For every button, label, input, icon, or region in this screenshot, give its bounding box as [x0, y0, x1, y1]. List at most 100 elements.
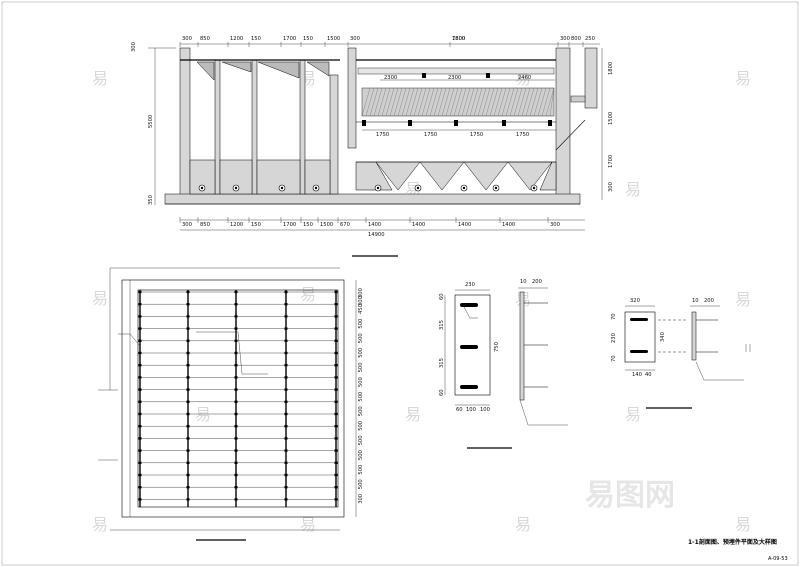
plan-dim-label: 500	[358, 333, 364, 343]
watermark: 易	[515, 515, 531, 534]
top-dim-label: 850	[200, 36, 210, 42]
beam-support	[454, 120, 458, 126]
watermark: 易	[735, 515, 751, 534]
beam-support	[486, 73, 490, 78]
detail-a-right-1: 200	[532, 279, 542, 285]
bottom-dim-label: 1200	[230, 222, 243, 228]
detail-a-left-3: 60	[439, 389, 445, 396]
top-dim-label: 1200	[230, 36, 243, 42]
plan-dim-label: 500	[358, 406, 364, 416]
drawing-number: A-09-53	[768, 556, 788, 562]
watermark-logo: 易图网	[585, 478, 675, 513]
detail-b-top-1: 10	[692, 298, 699, 304]
top-dim-label: 1700	[283, 36, 296, 42]
watermark: 易	[625, 180, 641, 199]
detail-a-bottom-0: 60	[456, 407, 463, 413]
embed-detail-b: 320 10 200 70 230 70 340 140 40	[611, 298, 751, 409]
plan-dimension-chain: 3003004505005005005005005005005005005005…	[358, 288, 364, 504]
beam-support	[408, 120, 412, 126]
detail-b-left-2: 70	[611, 355, 617, 362]
top-dim-label: 1500	[327, 36, 340, 42]
right-dimension-chain: 1800 1500 1700 300	[608, 62, 614, 192]
lower-beam-label: 1750	[470, 132, 483, 138]
plan-dim-label: 450	[358, 304, 364, 314]
detail-b-right: 340	[660, 332, 666, 342]
plan-dim-label: 500	[358, 377, 364, 387]
detail-b-bottom-0: 140	[632, 372, 642, 378]
top-dim-label: 150	[303, 36, 313, 42]
bottom-dim-label: 150	[251, 222, 261, 228]
top-dim-label: 300	[182, 36, 192, 42]
detail-b-bottom-1: 40	[645, 372, 652, 378]
plan-dim-label: 300	[358, 288, 364, 298]
dim-span-7800: 7800	[452, 36, 465, 42]
top-dim-label: 300	[560, 36, 570, 42]
plan-dim-label: 500	[358, 450, 364, 460]
top-dim-label: 150	[251, 36, 261, 42]
dim-total: 14900	[368, 232, 385, 238]
bottom-dim-label: 1500	[320, 222, 333, 228]
lower-beam-label: 1750	[376, 132, 389, 138]
plan-dim-label: 500	[358, 392, 364, 402]
bottom-dim-label: 1400	[502, 222, 515, 228]
detail-b-left-1: 230	[611, 333, 617, 343]
bottom-dim-label: 670	[340, 222, 350, 228]
top-dim-label: 300	[350, 36, 360, 42]
detail-a-bottom-2: 100	[480, 407, 490, 413]
bottom-dim-label: 150	[303, 222, 313, 228]
plan-dim-label: 500	[358, 435, 364, 445]
sludge-pipes	[198, 184, 538, 192]
top-dim-label: 250	[585, 36, 595, 42]
top-dim-label: 800	[571, 36, 581, 42]
bottom-dim-label: 300	[550, 222, 560, 228]
detail-a-bottom-1: 100	[466, 407, 476, 413]
beam-support	[362, 120, 366, 126]
drawing-title: 1-1剖面图、预埋件平面及大样图	[688, 538, 777, 546]
top-dim-label: 1800	[452, 36, 465, 42]
watermark: 易	[300, 515, 316, 534]
dim-left-base: 350	[148, 195, 154, 205]
detail-a-left-2: 315	[439, 358, 445, 368]
plan-dim-label: 500	[358, 465, 364, 475]
plan-dim-label: 500	[358, 421, 364, 431]
right-dim-label: 300	[608, 182, 614, 192]
bottom-dim-label: 1400	[412, 222, 425, 228]
watermark: 易	[92, 69, 108, 88]
plan-dim-label: 500	[358, 362, 364, 372]
dim-left-small: 300	[131, 42, 137, 52]
beam-support	[548, 120, 552, 126]
right-dim-label: 1800	[608, 62, 614, 75]
dim-left-height: 5500	[148, 115, 154, 128]
watermark: 易	[735, 69, 751, 88]
watermark: 易	[735, 290, 751, 309]
watermark: 易	[92, 515, 108, 534]
detail-b-left-0: 70	[611, 313, 617, 320]
watermark: 易	[92, 289, 108, 308]
embed-detail-a: 230 60 315 315 60 750 60 100 100 10 200	[439, 279, 568, 449]
upper-beam-label: 2300	[384, 75, 397, 81]
detail-a-left-0: 60	[439, 293, 445, 300]
detail-b-top-2: 200	[704, 298, 714, 304]
right-dim-label: 1700	[608, 155, 614, 168]
beam-support	[502, 120, 506, 126]
bottom-dim-label: 1400	[458, 222, 471, 228]
right-dim-label: 1500	[608, 112, 614, 125]
bottom-dim-label: 1700	[283, 222, 296, 228]
plan-dim-label: 500	[358, 348, 364, 358]
bottom-dim-label: 850	[200, 222, 210, 228]
plan-dim-label: 300	[358, 494, 364, 504]
upper-beam-label: 2300	[448, 75, 461, 81]
watermark: 易	[625, 405, 641, 424]
watermark: 易	[195, 405, 211, 424]
lower-beam-label: 1750	[516, 132, 529, 138]
watermark: 易	[300, 285, 316, 304]
detail-a-left-1: 315	[439, 320, 445, 330]
watermark: 易	[405, 405, 421, 424]
watermark-layer: 易 易 易 易 易 易 易 易 易 易 易 易 易 易 易 易 易 易 易图网	[92, 69, 751, 534]
lower-beam-label: 1750	[424, 132, 437, 138]
